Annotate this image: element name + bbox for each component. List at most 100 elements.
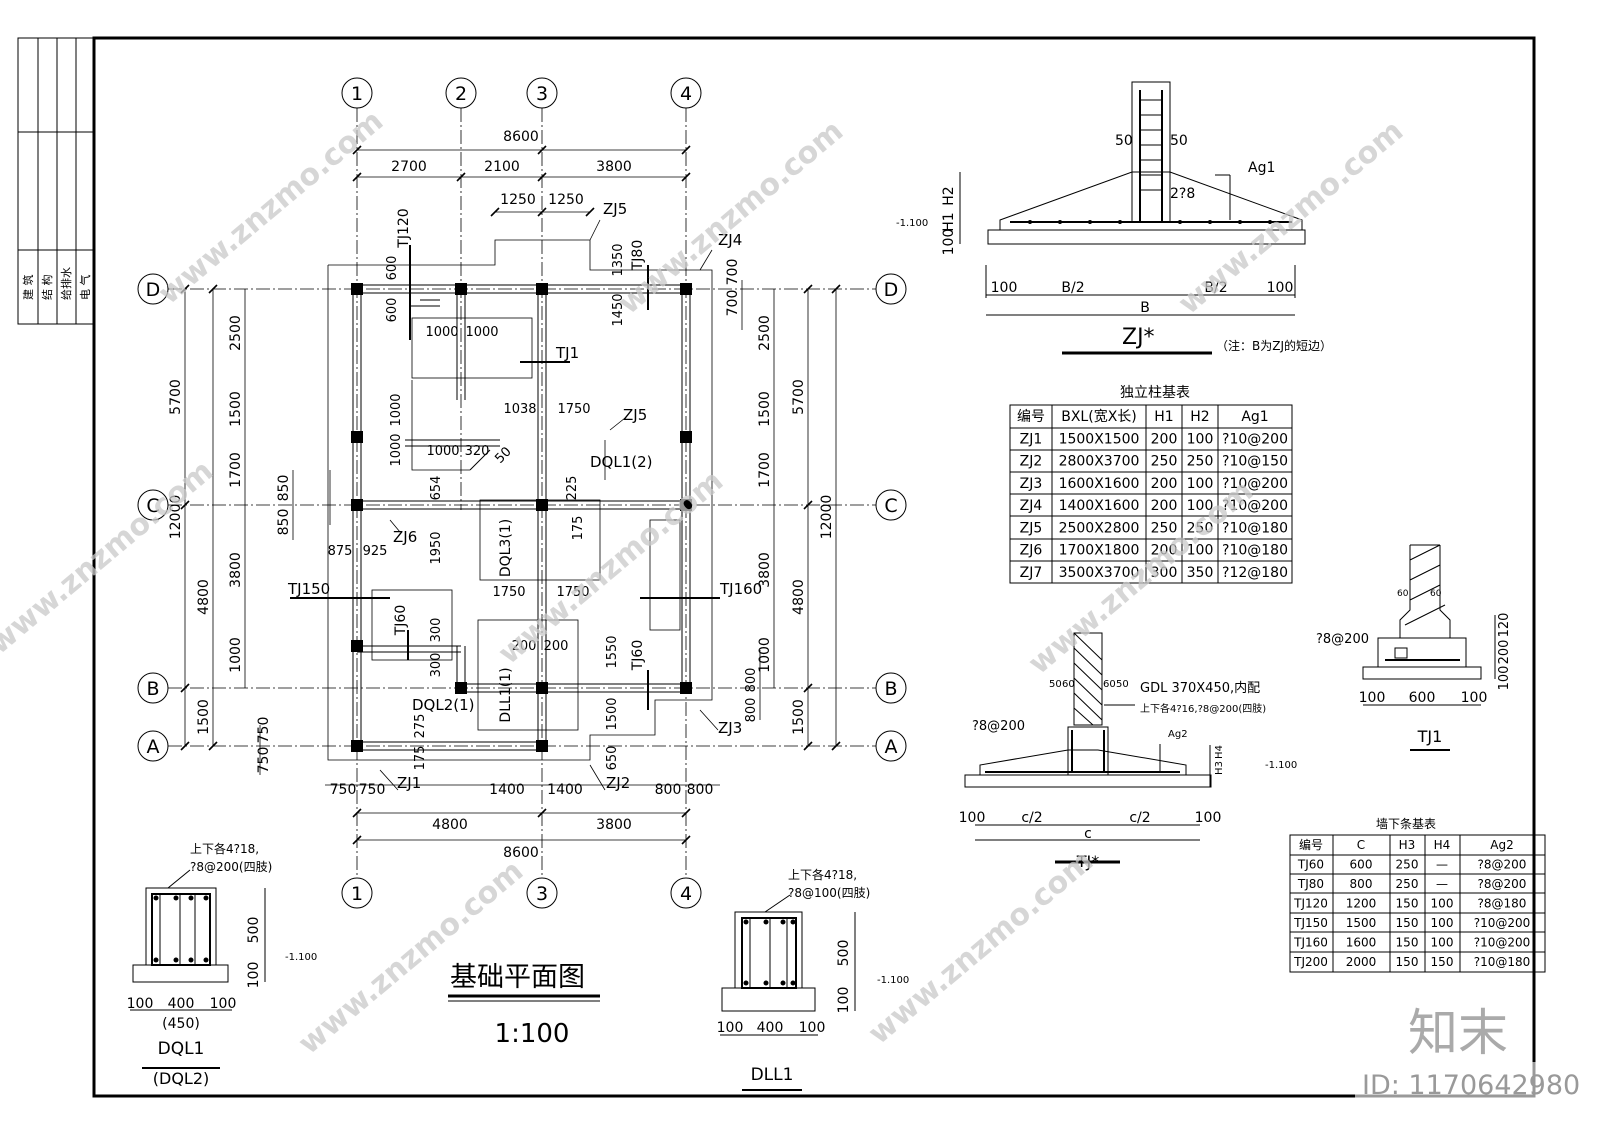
- dql-detail-label: 100: [127, 996, 154, 1012]
- dim-bottom-sub: 800: [687, 782, 714, 798]
- tj-detail-label: c: [1084, 826, 1092, 842]
- dim-inner: 600: [385, 298, 400, 323]
- tj-table-header: H3: [1399, 838, 1416, 852]
- dim-inner: 200: [512, 639, 537, 654]
- dim-right-small: 700: [725, 290, 741, 317]
- zj-table-cell: 300: [1151, 565, 1178, 581]
- tj-table-cell: TJ120: [1293, 897, 1328, 911]
- tj-table-cell: 100: [1431, 936, 1454, 950]
- zj-detail-label: 100: [1267, 280, 1294, 296]
- dll-detail: 上下各4?18, ?8@100(四肢) 500 100 -1.100 100 4…: [717, 867, 909, 1091]
- zj-table-cell: 2800X3700: [1059, 454, 1140, 470]
- zj-detail-label: 2?8: [1170, 186, 1195, 202]
- zj-table-header: 编号: [1017, 409, 1045, 425]
- zj-detail-label: Ag1: [1248, 160, 1275, 176]
- tj-detail-label: 50: [1116, 679, 1129, 690]
- tj-detail-label: ?8@200: [972, 719, 1025, 734]
- dim-top-part: 2700: [391, 159, 427, 175]
- zj-table-cell: ZJ1: [1020, 431, 1043, 447]
- dim-inner: 1000: [389, 433, 404, 466]
- title-block-row: 建 筑: [21, 275, 35, 301]
- zj-table-title: 独立柱基表: [1120, 384, 1190, 401]
- label-tj150: TJ150: [287, 580, 330, 598]
- zj-table-header: H2: [1190, 409, 1209, 425]
- dql-detail-label: ?8@200(四肢): [190, 859, 272, 874]
- axis-bubbles: [137, 77, 907, 909]
- dim-top-sub: 1250: [500, 192, 536, 208]
- label-dql3: DQL3(1): [498, 519, 514, 577]
- dim-top-total: 8600: [503, 129, 539, 145]
- axis-label-bottom: 3: [536, 883, 548, 905]
- zj-table-cell: 1600X1600: [1059, 476, 1140, 492]
- zj-detail-label: B: [1140, 300, 1150, 316]
- dim-inner: 1000: [426, 444, 459, 459]
- label-tj160: TJ160: [719, 580, 762, 598]
- dim-left-outer: 1500: [196, 699, 212, 735]
- tj1-detail-label: ?8@200: [1316, 632, 1369, 647]
- tj-detail-label: 上下各4?16,?8@200(四肢): [1140, 702, 1266, 715]
- member-labels-vertical: TJ120 TJ80 TJ60 TJ60 DQL3(1) DLL1(1): [393, 208, 646, 722]
- zj-table-cell: ?10@200: [1222, 476, 1288, 492]
- dim-bottom-sub: 750: [359, 782, 386, 798]
- zj-table-cell: ZJ5: [1020, 520, 1043, 536]
- foundation-plan: 1 2 3 4 1 3 4 D C B A D C B A: [137, 77, 907, 1049]
- section-marks: [290, 245, 720, 710]
- tj-table-header: C: [1357, 838, 1365, 852]
- dim-right-outer: 12000: [819, 495, 835, 540]
- dll-detail-label: 100: [717, 1020, 744, 1036]
- tie-beams: [352, 284, 691, 751]
- tj1-detail-label: 600: [1409, 690, 1436, 706]
- dim-inner: 1950: [429, 531, 444, 564]
- tj-table-cell: —: [1436, 877, 1448, 891]
- footing-outlines: [327, 239, 713, 761]
- zj-detail-label: H1: [941, 212, 957, 231]
- axis-lines: [168, 108, 876, 880]
- dim-left-inner: 2500: [228, 315, 244, 351]
- label-dll1: DLL1(1): [498, 667, 514, 722]
- axis-label-top: 1: [351, 83, 363, 105]
- dim-left-inner: 1500: [228, 391, 244, 427]
- plan-title: 基础平面图: [450, 962, 585, 993]
- dimension-texts-vertical: 5700 12000 4800 1500 2500 1500 1700 3800…: [168, 259, 835, 774]
- tj-table-cell: TJ80: [1297, 877, 1324, 891]
- tj-table-cell: 250: [1396, 858, 1419, 872]
- tj-table-title: 墙下条基表: [1376, 817, 1436, 831]
- dll-detail-label: 400: [757, 1020, 784, 1036]
- dim-bottom-sub: 1400: [547, 782, 583, 798]
- tj-table-cell: TJ200: [1293, 955, 1328, 969]
- tj-table-cell: 150: [1431, 955, 1454, 969]
- tj-table-cell: ?8@200: [1478, 877, 1527, 891]
- dim-right-inner: 3800: [757, 552, 773, 588]
- zj-table-header: Ag1: [1241, 409, 1268, 425]
- tj-detail-label: 100: [1195, 810, 1222, 826]
- tj-table-cell: 2000: [1346, 955, 1377, 969]
- dim-inner: 1000: [425, 325, 458, 340]
- dql-detail-label: 100: [246, 962, 262, 989]
- zj-detail-label: 50: [1170, 133, 1188, 149]
- dim-right-outer: 4800: [791, 579, 807, 615]
- zj-table-cell: 200: [1151, 431, 1178, 447]
- tj-table-cell: 250: [1396, 877, 1419, 891]
- dim-inner: 875: [328, 544, 353, 559]
- dim-inner: 50: [492, 444, 514, 466]
- dll-detail-label: 上下各4?18,: [788, 867, 857, 882]
- zj-table-cell: 200: [1151, 543, 1178, 559]
- zj-table-cell: 100: [1187, 543, 1214, 559]
- zj-table-cell: 1500X1500: [1059, 431, 1140, 447]
- dim-inner: 654: [429, 476, 444, 501]
- axis-label-right: D: [884, 279, 899, 301]
- title-block: 建 筑 结 构 给排水 电 气: [21, 267, 92, 300]
- title-block-row: 电 气: [78, 275, 92, 301]
- zj-table-cell: ZJ7: [1020, 565, 1043, 581]
- tj-detail-label: 60: [1103, 679, 1116, 690]
- dim-bottom-total: 8600: [503, 845, 539, 861]
- zj-table-cell: 200: [1151, 476, 1178, 492]
- tj-table-cell: 150: [1396, 955, 1419, 969]
- label-tj120: TJ120: [396, 208, 412, 248]
- dim-inner: 1038: [503, 402, 536, 417]
- zj-table-cell: 250: [1151, 520, 1178, 536]
- dql-detail-label: 500: [246, 917, 262, 944]
- member-labels: ZJ1 ZJ2 ZJ3 ZJ4 ZJ5 ZJ5 ZJ6 TJ1 TJ150 TJ…: [287, 200, 762, 792]
